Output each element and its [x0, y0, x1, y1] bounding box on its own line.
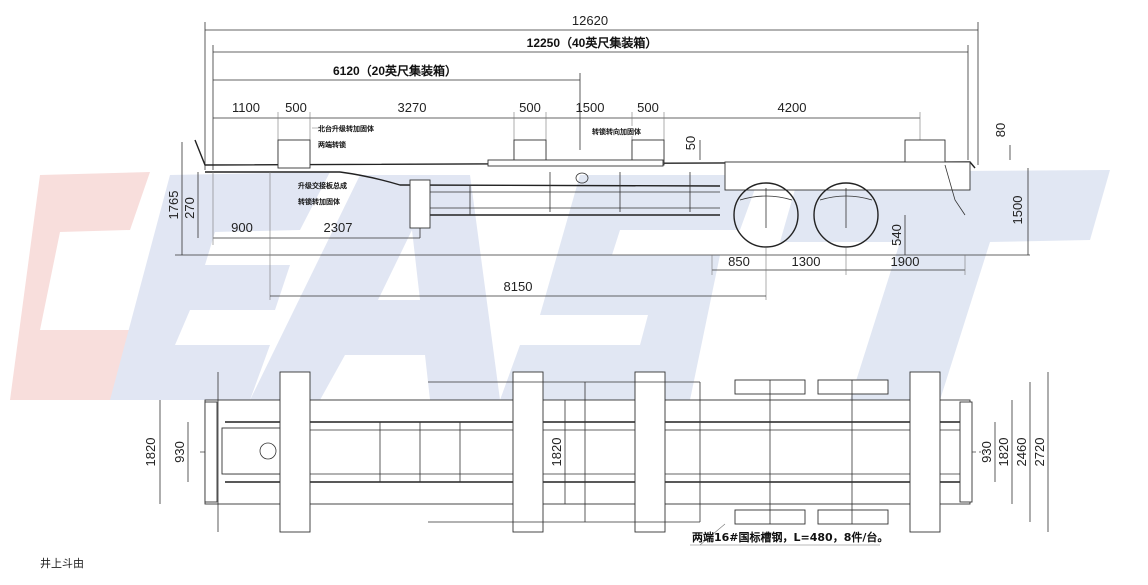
dim-w-2720: 2720 [1032, 438, 1047, 467]
dim-w-1820-center: 1820 [549, 438, 564, 467]
dim-h-1900: 1900 [891, 254, 920, 269]
note-3: 升级交接板总成 [298, 181, 347, 190]
side-view-trailer [194, 139, 976, 248]
dim-seg-1500: 1500 [576, 100, 605, 115]
watermark-truck-shape [10, 172, 150, 400]
dim-seg-500-c: 500 [637, 100, 659, 115]
watermark-letter-t [780, 170, 1110, 400]
top-view-trailer [200, 371, 985, 533]
dim-h-2307: 2307 [324, 220, 353, 235]
dim-h-1300: 1300 [792, 254, 821, 269]
dim-v-50: 50 [683, 136, 698, 150]
top-crossmember-2 [512, 371, 544, 533]
side-twistlock-4 [904, 139, 946, 166]
dim-w-930-right: 930 [979, 441, 994, 463]
dim-h-900: 900 [231, 220, 253, 235]
dim-h-850: 850 [728, 254, 750, 269]
dim-v-1765: 1765 [166, 191, 181, 220]
dim-v-270: 270 [182, 197, 197, 219]
top-view-callout: 两端16#国标槽钢，L=480，8件/台。 [692, 530, 888, 544]
top-crossmember-3 [634, 371, 666, 533]
side-twistlock-1 [277, 139, 311, 169]
watermark [10, 170, 1110, 400]
watermark-letter-a [250, 175, 500, 400]
top-view-dimensions: 1820 930 1820 930 1820 2460 2720 两端16#国标… [143, 372, 1049, 546]
dim-seg-500-a: 500 [285, 100, 307, 115]
dim-container-40ft: 12250（40英尺集装箱） [527, 35, 658, 50]
top-crossmember-1 [279, 371, 311, 533]
dim-w-2460: 2460 [1014, 438, 1029, 467]
dim-w-1820-right: 1820 [996, 438, 1011, 467]
dim-container-20ft: 6120（20英尺集装箱） [333, 63, 457, 78]
top-outline [204, 399, 971, 505]
footer-text: 井上斗由 [40, 557, 84, 570]
dim-v-80: 80 [993, 123, 1008, 137]
note-1: 北台升级转加固体 [318, 124, 375, 133]
side-view-notes: 北台升级转加固体 两端转锁 升级交接板总成 转锁转加固体 转锁转向加固体 [298, 124, 642, 206]
note-4: 转锁转加固体 [298, 197, 341, 206]
dim-seg-4200: 4200 [778, 100, 807, 115]
note-5: 转锁转向加固体 [592, 127, 642, 136]
rear-bumper [959, 401, 973, 503]
watermark-letter-s [500, 175, 760, 400]
suspension-frame [724, 161, 971, 191]
dim-seg-1100: 1100 [232, 100, 260, 115]
dim-seg-500-b: 500 [519, 100, 541, 115]
dim-v-1500: 1500 [1010, 196, 1025, 225]
dim-w-1820-left: 1820 [143, 438, 158, 467]
top-crossmember-4 [909, 371, 941, 533]
dim-seg-3270: 3270 [398, 100, 427, 115]
landing-gear [409, 179, 431, 229]
dim-w-930-left: 930 [172, 441, 187, 463]
axle-spring-2-bottom [817, 509, 889, 525]
note-2: 两端转锁 [318, 140, 346, 149]
dim-total-length: 12620 [572, 13, 608, 28]
dim-h-8150: 8150 [504, 279, 533, 294]
watermark-letter-e [110, 172, 330, 400]
side-top-rail [487, 159, 664, 167]
kingpin [259, 442, 277, 460]
axle-spring-2-top [817, 379, 889, 395]
front-bumper [204, 401, 218, 503]
spare-wheel-holder [575, 172, 589, 184]
dim-v-540: 540 [889, 224, 904, 246]
side-lower-dimensions: 1765 270 900 2307 540 1500 850 1300 1900… [166, 142, 1030, 300]
